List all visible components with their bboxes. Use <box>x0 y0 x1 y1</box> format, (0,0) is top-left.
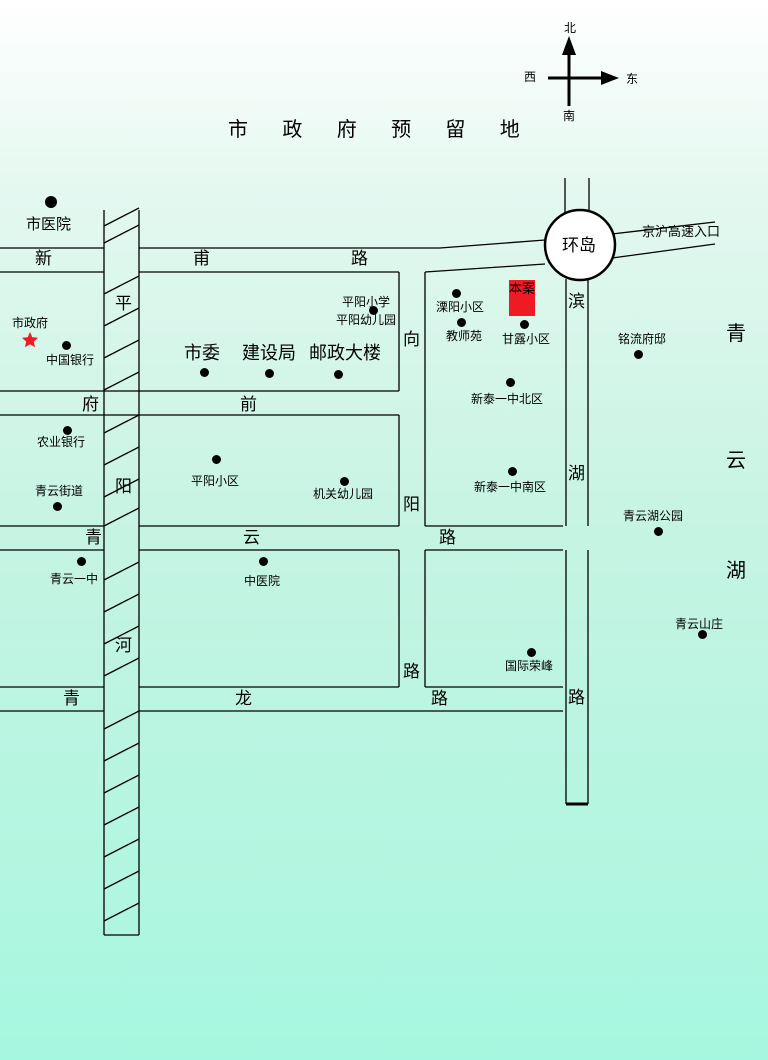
qingyun-villa-marker <box>698 630 707 639</box>
lake-label-qing: 青 <box>726 321 746 345</box>
roundabout-circle <box>543 208 617 282</box>
qingyun-subdistrict-marker <box>53 502 62 511</box>
qingyun-park-marker <box>654 527 663 536</box>
roundabout-label: 环岛 <box>562 236 596 256</box>
road-label-fu: 甫 <box>193 249 210 269</box>
party-committee-marker <box>200 368 209 377</box>
pingyang-primary-label: 平阳小学 <box>342 295 391 309</box>
xintai-south-label: 新泰一中南区 <box>474 480 547 494</box>
compass-east-label: 东 <box>626 72 639 86</box>
road-label-lu: 路 <box>351 249 368 269</box>
xintai-north-label: 新泰一中北区 <box>471 392 544 406</box>
construction-bureau-label: 建设局 <box>242 343 296 364</box>
river-label-yang: 阳 <box>115 477 132 497</box>
road-label-hu: 湖 <box>568 464 585 484</box>
city-hospital-marker <box>45 196 57 208</box>
mingliu-mansion-label: 铭流府邸 <box>618 332 667 346</box>
map-title: 市 政 府 预 留 地 <box>228 117 534 141</box>
qingyun-villa-label: 青云山庄 <box>675 617 724 631</box>
compass-south-label: 南 <box>563 109 576 123</box>
city-hospital-label: 市医院 <box>26 215 72 233</box>
ganlu-community-label: 甘露小区 <box>502 332 551 346</box>
teachers-garden-label: 教师苑 <box>446 329 483 343</box>
river-label-ping: 平 <box>115 294 132 314</box>
road-label-xin: 新 <box>35 249 52 269</box>
road-label-lu5: 路 <box>568 688 585 708</box>
liyang-community-marker <box>452 289 461 298</box>
fuqian-road-lines <box>0 390 399 416</box>
construction-bureau-marker <box>265 369 274 378</box>
road-label-lu3: 路 <box>431 689 448 709</box>
pingyang-community-label: 平阳小区 <box>191 474 240 488</box>
pingyang-river <box>103 207 140 936</box>
teachers-garden-marker <box>457 318 466 327</box>
compass-west-label: 西 <box>524 70 537 84</box>
post-building-label: 邮政大楼 <box>309 343 381 364</box>
xiangyang-road-lines <box>398 272 426 687</box>
pingyang-community-marker <box>212 455 221 464</box>
agricultural-bank-label: 农业银行 <box>37 435 86 449</box>
qingyun-park-label: 青云湖公园 <box>623 509 684 523</box>
party-committee-label: 市委 <box>184 343 220 364</box>
qingyun-road-lines <box>0 525 563 551</box>
project-site-marker[interactable]: 本案 <box>509 280 535 316</box>
pingyang-kindergarten-label: 平阳幼儿园 <box>336 313 397 327</box>
organ-kindergarten-label: 机关幼儿园 <box>313 487 374 501</box>
river-label-he: 河 <box>115 636 132 656</box>
road-label-qian: 前 <box>240 395 257 415</box>
tcm-hospital-label: 中医院 <box>244 574 281 588</box>
guoji-rongfeng-marker <box>527 648 536 657</box>
agricultural-bank-marker <box>63 426 72 435</box>
river-hatching <box>103 207 140 922</box>
lake-label-yun: 云 <box>726 448 746 472</box>
mingliu-mansion-marker <box>634 350 643 359</box>
qingyun-subdistrict-label: 青云街道 <box>35 484 84 498</box>
ganlu-community-marker <box>520 320 529 329</box>
road-label-yun: 云 <box>243 528 260 548</box>
road-label-long: 龙 <box>235 689 252 709</box>
tcm-hospital-marker <box>259 557 268 566</box>
compass-arrows <box>548 36 619 106</box>
road-label-bin: 滨 <box>568 292 585 312</box>
xinfu-road-lines <box>0 239 546 273</box>
expressway-label: 京沪高速入口 <box>642 225 721 240</box>
lake-label-hu: 湖 <box>726 558 746 582</box>
post-building-marker <box>334 370 343 379</box>
organ-kindergarten-marker <box>340 477 349 486</box>
xintai-north-marker <box>506 378 515 387</box>
road-label-fu2: 府 <box>82 395 99 415</box>
road-label-lu2: 路 <box>439 528 456 548</box>
road-label-qing: 青 <box>85 528 102 548</box>
city-government-label: 市政府 <box>12 316 49 330</box>
compass-north-label: 北 <box>564 21 577 35</box>
pingyang-primary-marker <box>369 306 378 315</box>
qingyun-no1-marker <box>77 557 86 566</box>
qingyun-no1-label: 青云一中 <box>50 572 99 586</box>
city-government-star <box>22 332 38 348</box>
road-label-qing2: 青 <box>63 689 80 709</box>
guoji-rongfeng-label: 国际荣峰 <box>505 659 554 673</box>
expressway-spur-lines <box>611 221 716 259</box>
road-label-yang: 阳 <box>403 495 420 515</box>
bank-of-china-label: 中国银行 <box>46 353 95 367</box>
binhu-road-lines <box>564 178 590 806</box>
liyang-community-label: 溧阳小区 <box>436 300 485 314</box>
road-label-xiang: 向 <box>403 330 420 350</box>
bank-of-china-marker <box>62 341 71 350</box>
road-label-lu4: 路 <box>403 662 420 682</box>
qinglong-road-lines <box>0 686 563 712</box>
xintai-south-marker <box>508 467 517 476</box>
